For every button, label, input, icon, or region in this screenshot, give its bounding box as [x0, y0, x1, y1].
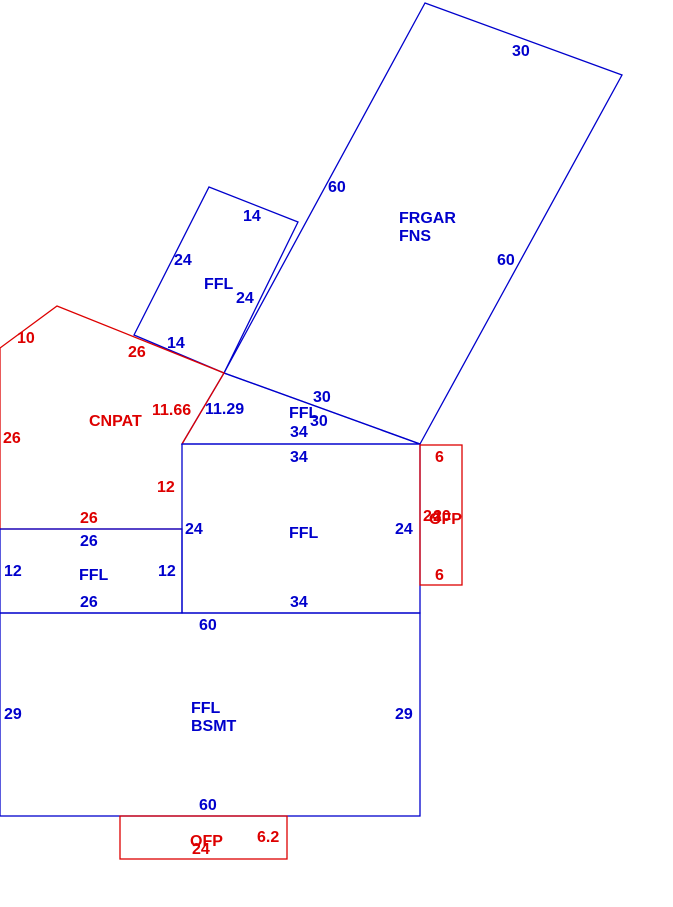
tri-ffl-dim-top-inner: 30	[310, 413, 328, 430]
left-ffl-label: FFL	[79, 567, 109, 584]
center-ffl-dim-left: 24	[185, 521, 203, 538]
cnpat-dim-right: 11.66	[152, 402, 191, 419]
cnpat-label: CNPAT	[89, 413, 142, 430]
left-ffl-dim-top: 26	[80, 533, 98, 550]
cnpat-dim-left: 26	[3, 430, 21, 447]
left-ffl-dim-right: 12	[158, 563, 176, 580]
center-ffl-dim-bottom: 34	[290, 594, 308, 611]
ofp-right-dim-top: 6	[435, 449, 444, 466]
tri-ffl-dim-bottom: 34	[290, 424, 308, 441]
upper-ffl-dim-top: 14	[243, 208, 261, 225]
ofp-right-dim-right: 20	[433, 508, 451, 525]
basement-dim-bottom: 60	[199, 797, 217, 814]
upper-ffl-dim-bottom: 14	[167, 335, 185, 352]
center-ffl-dim-top: 34	[290, 449, 308, 466]
garage-sublabel: FNS	[399, 228, 431, 245]
cnpat-dim-bottom: 26	[80, 510, 98, 527]
upper-ffl-dim-right: 24	[236, 290, 254, 307]
ofp-bottom-dim-right: 6.2	[257, 829, 279, 846]
tri-ffl-label: FFL	[289, 405, 319, 422]
basement-sublabel: BSMT	[191, 718, 237, 735]
basement-dim-left: 29	[4, 706, 22, 723]
garage-dim-top: 30	[512, 43, 530, 60]
tri-ffl-dim-top: 30	[313, 389, 331, 406]
ofp-right-dim-left: 24	[423, 508, 441, 525]
left-ffl-dim-bottom: 26	[80, 594, 98, 611]
upper-ffl-label: FFL	[204, 276, 234, 293]
basement-dim-top: 60	[199, 617, 217, 634]
ofp-right-outline	[419, 444, 463, 586]
ofp-bottom-label: OFP	[190, 833, 223, 850]
garage-dim-left: 60	[328, 179, 346, 196]
ofp-bottom-outline	[119, 815, 288, 860]
upper-ffl-dim-left: 24	[174, 252, 192, 269]
cnpat-dim-top: 26	[128, 344, 146, 361]
tri-ffl-dim-left: 11.29	[205, 401, 244, 418]
garage-dim-right: 60	[497, 252, 515, 269]
center-ffl-dim-right: 24	[395, 521, 413, 538]
left-ffl-dim-left: 12	[4, 563, 22, 580]
cnpat-dim-left-top: 10	[17, 330, 35, 347]
basement-dim-right: 29	[395, 706, 413, 723]
ofp-bottom-dim-bottom: 24	[192, 841, 210, 858]
cnpat-dim-right-lower: 12	[157, 479, 175, 496]
ofp-right-dim-bottom: 6	[435, 567, 444, 584]
basement-label: FFL	[191, 700, 221, 717]
center-ffl-label: FFL	[289, 525, 319, 542]
garage-label: FRGAR	[399, 210, 456, 227]
ofp-right-label: OFP	[429, 511, 462, 528]
